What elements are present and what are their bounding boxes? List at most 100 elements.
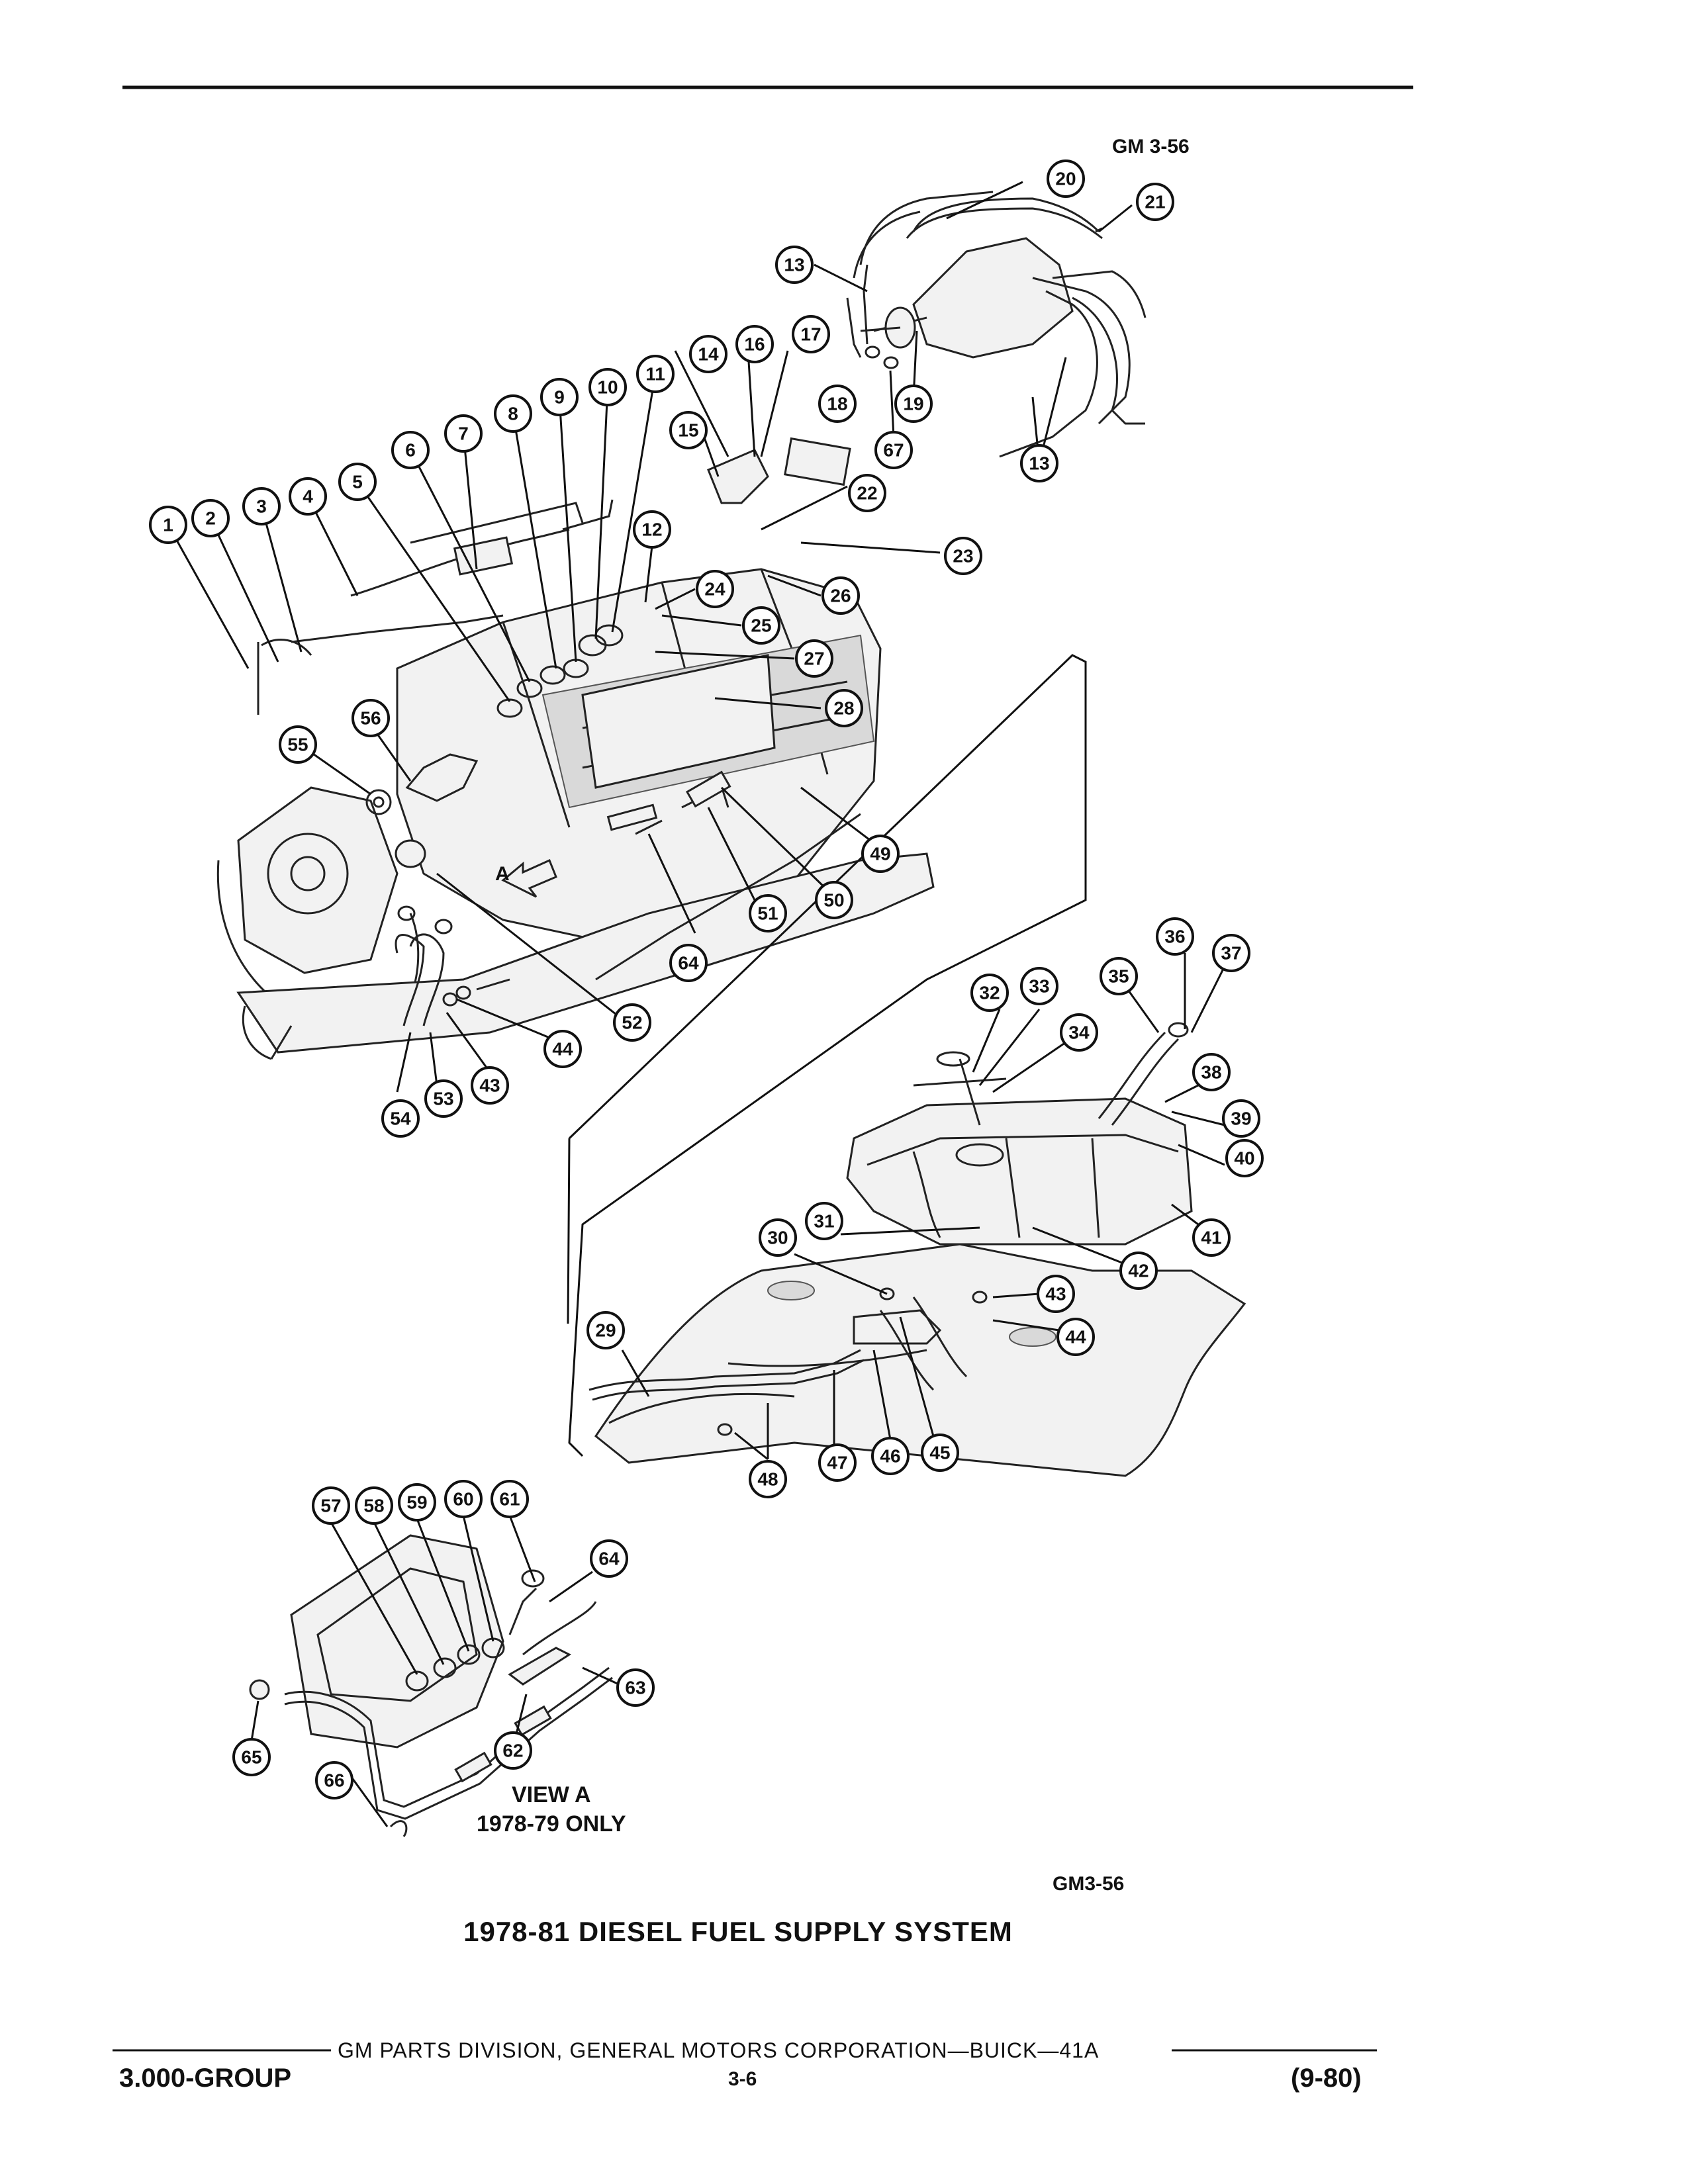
callout-2: 2: [191, 499, 230, 537]
svg-text:44: 44: [552, 1039, 573, 1060]
callout-30: 30: [759, 1218, 797, 1257]
callout-28: 28: [825, 689, 863, 727]
svg-text:40: 40: [1234, 1148, 1254, 1169]
callouts: 1 2 3 4 5 6 7 8 9 10 11 12 13 13 14 15 1…: [149, 159, 1264, 1799]
callout-57: 57: [312, 1486, 350, 1525]
svg-text:43: 43: [1045, 1284, 1066, 1304]
figure-caption: 1978-81 DIESEL FUEL SUPPLY SYSTEM: [463, 1916, 1013, 1947]
callout-24: 24: [696, 570, 734, 608]
callout-13-upper: 13: [775, 246, 814, 284]
callout-18: 18: [818, 385, 857, 423]
callout-59: 59: [398, 1483, 436, 1522]
svg-text:65: 65: [241, 1747, 261, 1768]
svg-text:21: 21: [1145, 192, 1165, 212]
svg-text:26: 26: [830, 586, 851, 606]
svg-text:29: 29: [595, 1320, 616, 1341]
callout-64-view: 64: [590, 1539, 628, 1578]
svg-text:44: 44: [1065, 1327, 1086, 1347]
svg-text:61: 61: [499, 1489, 520, 1510]
callout-3: 3: [242, 487, 281, 525]
figure-code-top: GM 3-56: [1112, 136, 1190, 158]
view-note: 1978-79 ONLY: [477, 1811, 626, 1837]
footer-date: (9-80): [1291, 2064, 1362, 2093]
svg-text:24: 24: [704, 579, 726, 600]
callout-16: 16: [735, 325, 774, 363]
callout-33: 33: [1020, 967, 1058, 1005]
svg-text:39: 39: [1231, 1109, 1251, 1129]
svg-text:47: 47: [827, 1453, 847, 1473]
svg-text:41: 41: [1201, 1228, 1221, 1248]
callout-45: 45: [921, 1433, 959, 1472]
callout-47: 47: [818, 1443, 857, 1482]
callout-13-lower: 13: [1020, 444, 1058, 482]
svg-text:45: 45: [929, 1443, 950, 1463]
callout-60: 60: [444, 1480, 483, 1518]
footer-group: 3.000-GROUP: [119, 2064, 292, 2093]
svg-text:22: 22: [857, 483, 877, 504]
callout-8: 8: [494, 394, 532, 433]
callout-50: 50: [815, 881, 853, 919]
svg-text:35: 35: [1108, 966, 1129, 987]
svg-text:36: 36: [1164, 927, 1185, 947]
svg-text:32: 32: [979, 983, 1000, 1003]
figure-code-bottom: GM3-56: [1053, 1873, 1125, 1895]
svg-text:25: 25: [751, 615, 771, 636]
callout-12: 12: [633, 510, 671, 549]
svg-text:60: 60: [453, 1489, 473, 1510]
callout-5: 5: [338, 463, 377, 501]
callout-56: 56: [352, 699, 390, 737]
svg-text:58: 58: [363, 1496, 384, 1516]
callout-26: 26: [821, 576, 860, 615]
callout-61: 61: [491, 1480, 529, 1518]
callout-62: 62: [494, 1731, 532, 1770]
svg-text:7: 7: [458, 424, 469, 444]
callout-48: 48: [749, 1460, 787, 1498]
svg-text:63: 63: [625, 1678, 645, 1698]
footer-page-number: 3-6: [728, 2068, 757, 2090]
svg-text:6: 6: [405, 440, 416, 461]
callout-49: 49: [861, 835, 900, 873]
svg-text:30: 30: [767, 1228, 788, 1248]
svg-text:12: 12: [641, 520, 662, 540]
callout-64-engine: 64: [669, 944, 708, 982]
svg-text:18: 18: [827, 394, 847, 414]
svg-text:11: 11: [645, 364, 665, 385]
view-arrow-label: A: [495, 863, 510, 885]
svg-text:20: 20: [1055, 169, 1076, 189]
view-a-illustration: [249, 1534, 613, 1837]
svg-text:1: 1: [163, 515, 173, 535]
callout-14: 14: [689, 335, 727, 373]
callout-6: 6: [391, 431, 430, 469]
svg-text:55: 55: [287, 735, 308, 755]
callout-17: 17: [792, 315, 830, 353]
svg-text:5: 5: [352, 472, 363, 492]
svg-text:13: 13: [1029, 453, 1049, 474]
svg-text:66: 66: [324, 1770, 344, 1791]
svg-text:3: 3: [256, 496, 267, 517]
view-a-label: VIEW A 1978-79 ONLY: [477, 1780, 626, 1839]
callout-51: 51: [749, 894, 787, 933]
callout-22: 22: [848, 474, 886, 512]
svg-text:57: 57: [320, 1496, 341, 1516]
svg-text:64: 64: [598, 1549, 620, 1569]
svg-text:2: 2: [205, 508, 216, 529]
view-a-arrow: [501, 858, 557, 898]
svg-text:23: 23: [953, 546, 973, 567]
svg-text:37: 37: [1221, 943, 1241, 964]
callout-43-engine: 43: [471, 1066, 509, 1105]
callout-40: 40: [1225, 1139, 1264, 1177]
callout-38: 38: [1192, 1053, 1231, 1091]
callout-44-engine: 44: [543, 1030, 582, 1068]
callout-58: 58: [355, 1486, 393, 1525]
callout-55: 55: [279, 725, 317, 764]
svg-text:34: 34: [1068, 1023, 1090, 1043]
svg-text:28: 28: [833, 698, 854, 719]
view-label: VIEW A: [511, 1782, 591, 1807]
svg-text:42: 42: [1128, 1261, 1149, 1281]
svg-text:10: 10: [597, 377, 618, 398]
callout-10: 10: [588, 368, 627, 406]
svg-text:48: 48: [757, 1469, 778, 1490]
svg-text:16: 16: [744, 334, 765, 355]
callout-23: 23: [944, 537, 982, 575]
callout-27: 27: [795, 639, 833, 678]
